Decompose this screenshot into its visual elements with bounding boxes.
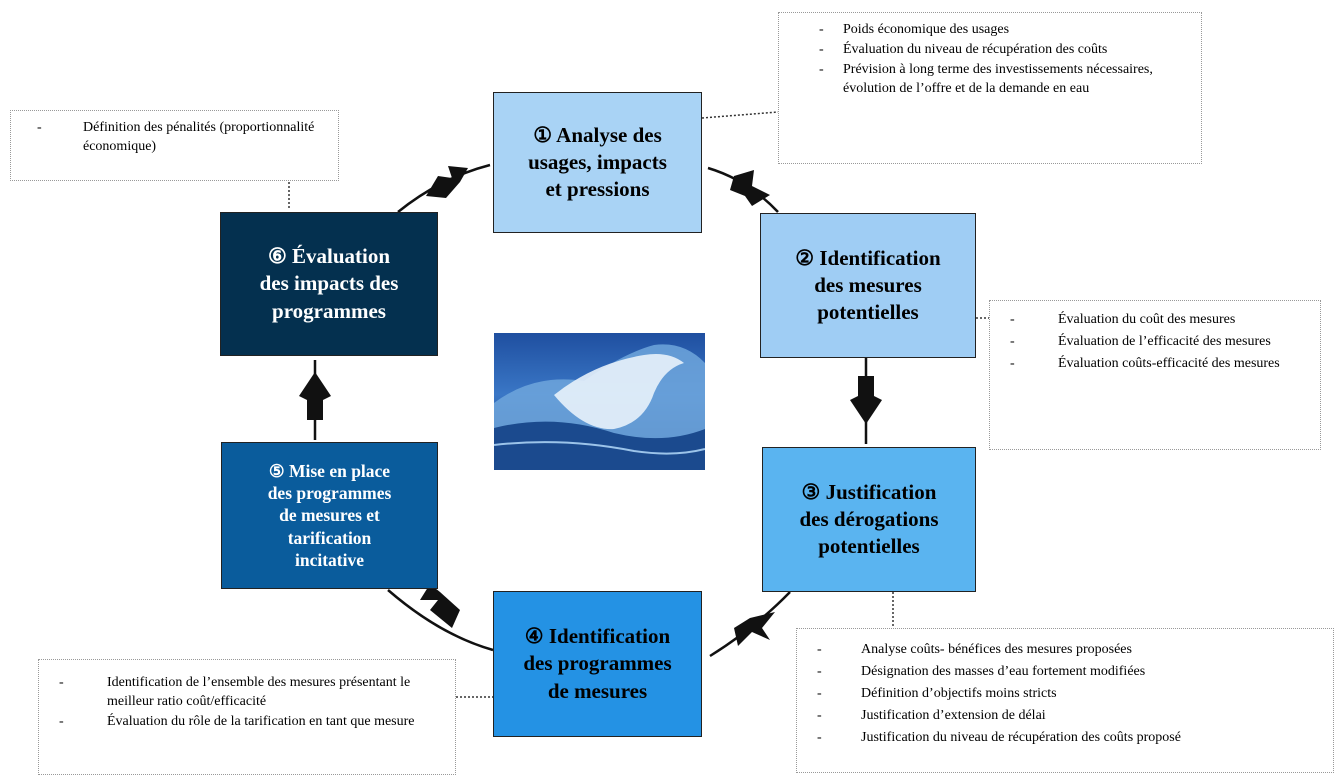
note-text: Définition des pénalités (proportionnali… [83, 120, 315, 154]
bullet-dash: - [817, 729, 822, 745]
step-5-label-line: ⑤ Mise en place [268, 460, 391, 481]
arrow-5-6-icon [299, 372, 331, 420]
bullet-dash: - [59, 713, 64, 729]
note-item: - Identification de l’ensemble des mesure… [59, 674, 449, 712]
step-2-label-line: des mesures [814, 272, 922, 297]
bullet-dash: - [817, 642, 822, 657]
bullet-dash: - [1010, 355, 1015, 371]
note-text: Identification de l’ensemble des mesures… [107, 675, 411, 709]
note-item: - Prévision à long terme des investisseme… [819, 61, 1193, 99]
note-item: - Évaluation de l’efficacité des mesures [1010, 333, 1316, 352]
note-bottomright: - Analyse coûts- bénéfices des mesures pr… [796, 628, 1334, 773]
note-item: - Évaluation du rôle de la tarification e… [59, 713, 449, 732]
note-top: - Poids économique des usages - Évaluation … [778, 12, 1202, 164]
step-4-label-line: ④ Identification [524, 624, 671, 649]
bullet-dash: - [817, 685, 822, 701]
note-text: Évaluation coûts-efficacité des mesures [1058, 355, 1280, 371]
bullet-dash: - [1010, 333, 1015, 349]
arrow-2-3-icon [850, 376, 882, 424]
step-2-label-line: potentielles [817, 300, 919, 325]
note-item: - Poids économique des usages [819, 21, 1193, 40]
cycle-arrows [299, 166, 882, 646]
note-text: Justification d’extension de délai [861, 707, 1046, 723]
step-1-label-line: ① Analyse des [533, 122, 662, 147]
step-6-label-line: des impacts des [259, 271, 399, 296]
note-text: Évaluation de l’efficacité des mesures [1058, 333, 1271, 349]
note-text: Évaluation du niveau de récupération des… [843, 41, 1108, 57]
step-3-label-line: des dérogations [799, 506, 939, 531]
note-text: Définition d’objectifs moins stricts [861, 685, 1057, 701]
step-6-label-line: programmes [272, 298, 386, 323]
note-leaders [288, 111, 990, 698]
step-5-label-line: des programmes [267, 482, 392, 503]
step-5-label-line: tarification [287, 527, 372, 548]
note-text: Prévision à long terme des investissemen… [843, 61, 1153, 96]
note-right: - Évaluation du coût des mesures - Évaluati… [989, 300, 1321, 450]
note-item: - Définition des pénalités (proportionnal… [37, 119, 332, 157]
step-5-label-line: incitative [294, 550, 364, 571]
bullet-dash: - [817, 707, 822, 723]
note-text: Évaluation du coût des mesures [1058, 312, 1236, 327]
step-6-label-line: ⑥ Évaluation [267, 244, 391, 269]
note-text: Évaluation du rôle de la tarification en… [107, 713, 415, 729]
step-2-label-line: ② Identification [795, 245, 941, 270]
note-text: Analyse coûts- bénéfices des mesures pro… [861, 642, 1132, 657]
arrow-6-1-icon [426, 166, 468, 198]
step-4-label-line: des programmes [523, 651, 672, 676]
note-topleft: - Définition des pénalités (proportionnal… [10, 110, 339, 181]
note-item: - Évaluation du niveau de récupération de… [819, 41, 1193, 60]
step-5-label-line: de mesures et [279, 505, 380, 526]
note-text: Poids économique des usages [843, 22, 1010, 37]
step-3-label-line: potentielles [818, 534, 920, 559]
arrow-4-5-icon [420, 584, 460, 628]
bullet-dash: - [37, 120, 42, 135]
note-item: - Justification du niveau de récupération… [817, 729, 1329, 748]
bullet-dash: - [819, 61, 824, 77]
bullet-dash: - [817, 663, 822, 679]
note-item: - Évaluation coûts-efficacité des mesures [1010, 355, 1316, 374]
note-text: Désignation des masses d’eau fortement m… [861, 663, 1146, 679]
note-item: - Désignation des masses d’eau fortement … [817, 663, 1329, 682]
bullet-dash: - [819, 22, 824, 37]
note-bottomleft: - Identification de l’ensemble des mesure… [38, 659, 456, 775]
bullet-dash: - [59, 675, 64, 690]
arc-4-5 [387, 589, 494, 652]
note-item: - Évaluation du coût des mesures [1010, 311, 1316, 330]
step-3-label-line: ③ Justification [801, 479, 937, 504]
note-item: - Justification d’extension de délai [817, 707, 1329, 726]
step-1-label-line: et pressions [545, 177, 650, 202]
arrow-3-4-icon [734, 612, 775, 646]
note-item: - Analyse coûts- bénéfices des mesures pr… [817, 641, 1329, 660]
bullet-dash: - [1010, 312, 1015, 327]
ocean-wave-photo [494, 333, 705, 470]
step-1-label-line: usages, impacts [528, 149, 667, 174]
note-text: Justification du niveau de récupération … [861, 729, 1181, 745]
note-item: - Définition d’objectifs moins stricts [817, 685, 1329, 704]
bullet-dash: - [819, 41, 824, 57]
step-4-label-line: de mesures [547, 678, 648, 703]
arrow-1-2-icon [730, 170, 770, 206]
leader-top [701, 111, 779, 119]
